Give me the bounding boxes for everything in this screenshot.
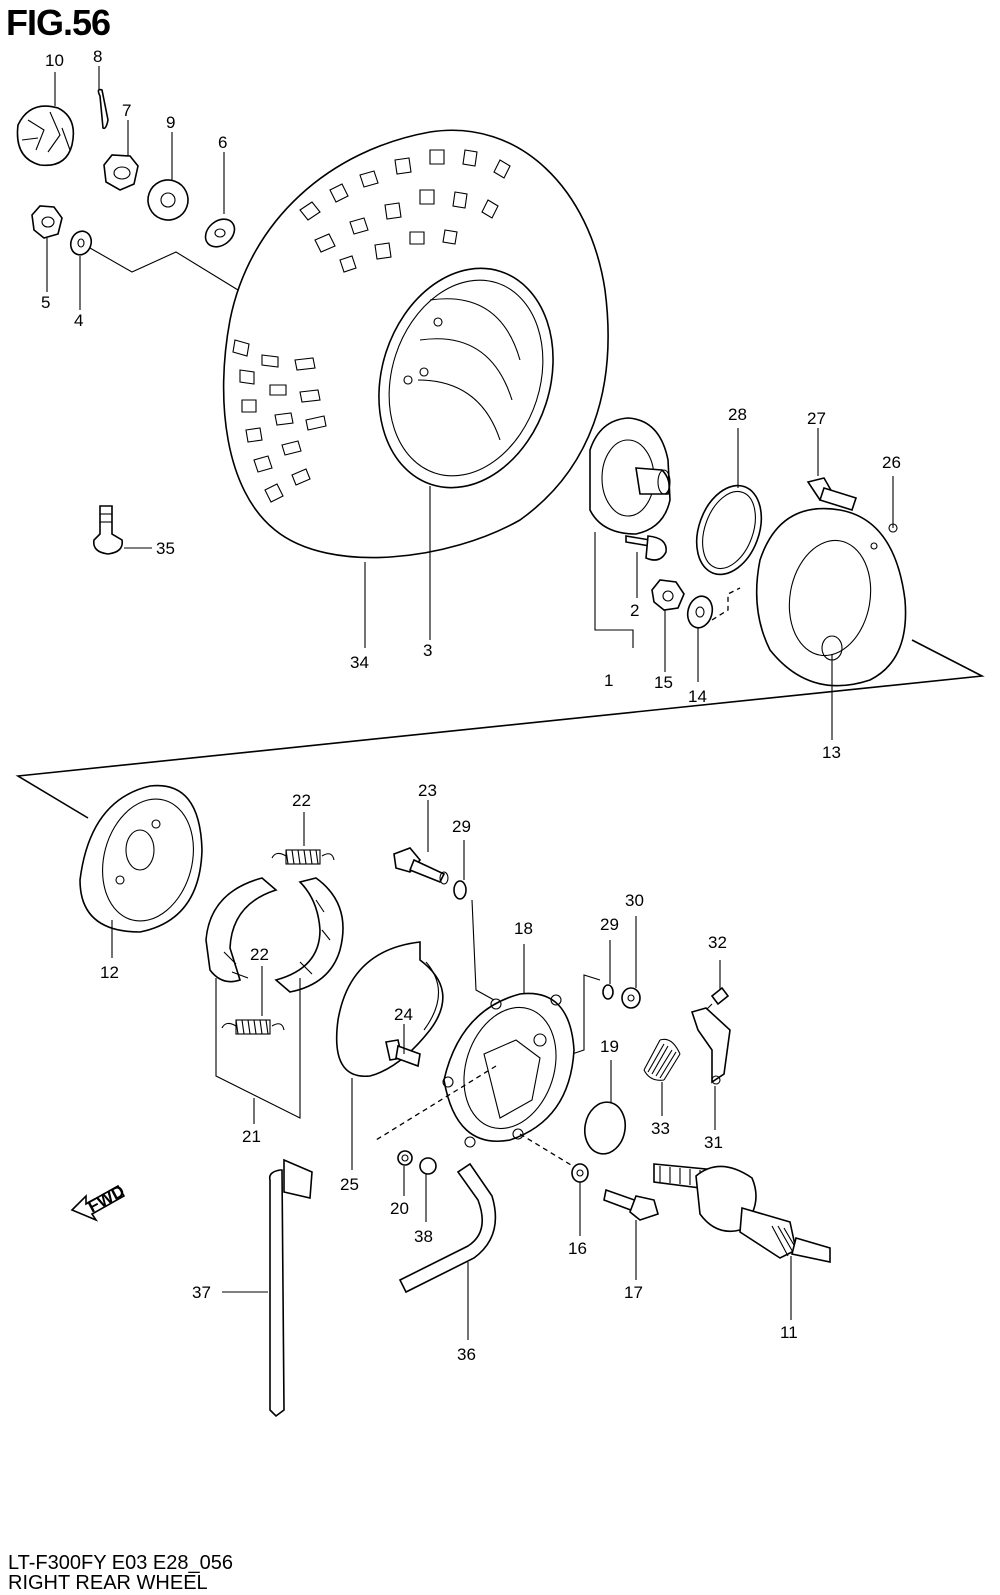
cable-tie-part[interactable] [268,1158,313,1418]
brake-cover-part[interactable] [755,507,907,687]
callout-26: 26 [882,453,901,472]
callout-2: 2 [630,601,639,620]
callout-24: 24 [394,1005,413,1024]
snap-ring-part[interactable] [335,941,444,1077]
cotter-pin-part[interactable] [97,88,109,130]
washer-part[interactable] [141,173,194,226]
brake-arm-part[interactable] [690,1007,731,1085]
callout-21: 21 [242,1127,261,1146]
washer-part[interactable] [684,593,715,630]
callout-28: 28 [728,405,747,424]
callout-33: 33 [651,1119,670,1138]
callout-20: 20 [390,1199,409,1218]
callout-31: 31 [704,1133,723,1152]
callout-13: 13 [822,743,841,762]
washer-part[interactable] [67,228,94,257]
tire-valve-part[interactable] [92,505,124,555]
callout-32: 32 [708,933,727,952]
figure-code: LT-F300FY E03 E28_056 [8,1552,233,1574]
seal-part[interactable] [581,1099,629,1157]
callout-labels: 10 8 7 9 6 5 4 35 34 3 28 27 26 2 1 15 1… [41,47,901,1364]
fwd-label: FWD [85,1181,128,1216]
callout-10: 10 [45,51,64,70]
callout-5: 5 [41,293,50,312]
tire-part[interactable] [222,129,609,559]
o-ring-part[interactable] [685,477,773,584]
callout-29: 29 [452,817,471,836]
return-spring-part[interactable] [221,1019,285,1035]
clip-part[interactable] [419,1157,437,1175]
spring-part[interactable] [643,1038,681,1081]
brake-panel-part[interactable] [442,992,575,1148]
callout-6: 6 [218,133,227,152]
brake-shoe-part[interactable] [205,877,278,983]
callout-3: 3 [423,641,432,660]
callout-15: 15 [654,673,673,692]
breather-hose-part[interactable] [398,1162,497,1294]
washer-part[interactable] [621,987,641,1009]
callout-37: 37 [192,1283,211,1302]
hub-bolt-part[interactable] [625,535,667,561]
wheel-nut-part[interactable] [31,205,63,239]
figure-title: FIG.56 [6,2,111,43]
callout-11: 11 [780,1323,798,1342]
brake-shoe-part[interactable] [274,877,344,993]
callout-30: 30 [625,891,644,910]
forward-arrow-icon: FWD [70,1181,128,1222]
callout-18: 18 [514,919,533,938]
bolt-part[interactable] [603,1188,659,1221]
callout-9: 9 [166,113,175,132]
callout-7: 7 [122,101,131,120]
o-ring-part[interactable] [602,984,614,1000]
callout-34: 34 [350,653,369,672]
callout-36: 36 [457,1345,476,1364]
figure-name: RIGHT REAR WHEEL [8,1572,208,1594]
return-spring-part[interactable] [271,849,335,865]
callout-1: 1 [604,671,613,690]
nut-part[interactable] [651,579,685,611]
callout-12: 12 [100,963,119,982]
callout-35: 35 [156,539,175,558]
bolt-part[interactable] [806,477,858,511]
callout-22b: 22 [250,945,269,964]
brake-camshaft-part[interactable] [393,847,449,885]
callout-27: 27 [807,409,826,428]
brake-drum-part[interactable] [79,784,207,933]
callout-22: 22 [292,791,311,810]
castle-nut-part[interactable] [103,154,139,191]
drive-shaft-part[interactable] [653,1163,831,1263]
callout-29b: 29 [600,915,619,934]
washer-part[interactable] [571,1163,589,1183]
callout-8: 8 [93,47,102,66]
callout-25: 25 [340,1175,359,1194]
callout-38: 38 [414,1227,433,1246]
washer-part[interactable] [200,214,240,253]
o-ring-part[interactable] [453,880,467,900]
wheel-cap-part[interactable] [16,105,75,167]
callout-4: 4 [74,311,83,330]
callout-19: 19 [600,1037,619,1056]
callout-17: 17 [624,1283,643,1302]
callout-16: 16 [568,1239,587,1258]
callout-14: 14 [688,687,707,706]
anchor-pin-part[interactable] [385,1039,421,1068]
callout-23: 23 [418,781,437,800]
wheel-hub-part[interactable] [589,417,671,535]
grease-nipple-part[interactable] [397,1150,413,1166]
